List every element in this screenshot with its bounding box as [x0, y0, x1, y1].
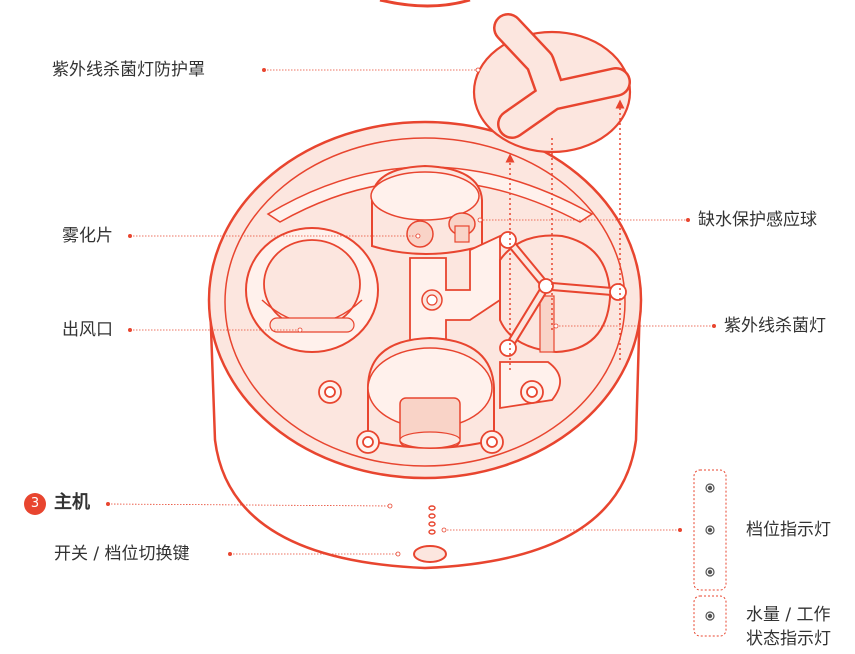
screw-holes	[318, 380, 544, 454]
air-outlet-shape	[245, 227, 379, 353]
label-main-unit: 主机	[54, 492, 90, 513]
uv-cover	[472, 13, 632, 154]
label-level-indicator: 档位指示灯	[746, 520, 831, 540]
water-well	[367, 336, 495, 449]
indicator-panel	[693, 469, 727, 637]
back-wall	[266, 166, 594, 223]
front-indicator-dots	[428, 505, 436, 535]
assembly-arrows	[505, 99, 625, 370]
atomizer-chamber	[370, 164, 483, 255]
switch-button[interactable]	[413, 545, 447, 563]
uv-lamp-chamber	[499, 231, 627, 357]
water-status-dot	[705, 611, 715, 621]
numbered-circle-icon: 3	[24, 493, 46, 515]
main-body	[207, 120, 643, 570]
top-partial-shape	[379, 0, 471, 8]
label-water-sensor: 缺水保护感应球	[698, 210, 817, 230]
label-air-outlet: 出风口	[62, 320, 113, 340]
label-switch-key: 开关 / 档位切换键	[54, 544, 190, 564]
level-indicator-dots	[705, 483, 715, 577]
label-uv-cover: 紫外线杀菌灯防护罩	[52, 60, 205, 80]
label-atomizer: 雾化片	[62, 226, 113, 246]
label-water-status-line1: 水量 / 工作	[746, 605, 831, 625]
level-indicator-box	[693, 469, 727, 591]
label-uv-lamp: 紫外线杀菌灯	[724, 316, 826, 336]
leader-lines	[106, 67, 716, 557]
label-water-status-line2: 状态指示灯	[746, 629, 831, 649]
water-status-box	[693, 595, 727, 637]
